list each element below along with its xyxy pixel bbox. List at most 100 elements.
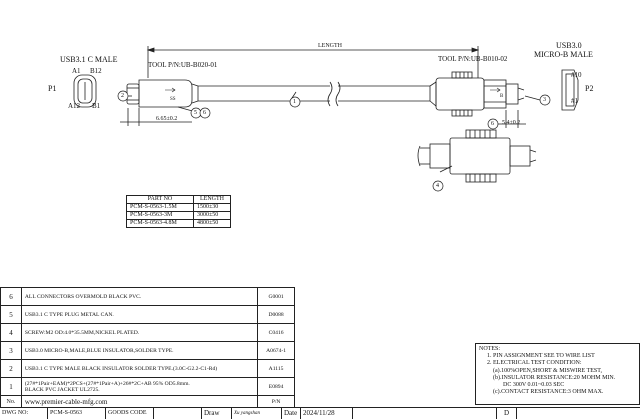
micro-b-tip [505, 83, 519, 105]
part-no-cell: PCM-S-0563-3M [126, 211, 194, 220]
part-number-table: PART NO LENGTH PCM-S-0563-1.5M 1500±30 P… [126, 195, 231, 228]
dwg-no-value: PCM-S-0563 [48, 408, 106, 419]
table-row: 2 USB3.1 C TYPE MALE BLACK INSULATOR SOL… [0, 359, 295, 378]
date-label: Date [282, 408, 301, 419]
bom-desc: USB3.0 MICRO-B,MALE,BLUE INSULATOR,SOLDE… [20, 341, 259, 360]
table-row: 1 (27#*1Pair+EAM)*2PCS+(27#*1Pair+A)+26#… [0, 377, 295, 396]
table-row: 4 SCREW:M2 OD:4.0*35.5MM,NICKEL PLATED. … [0, 323, 295, 342]
bom-code: E0894 [257, 377, 295, 396]
svg-text:B: B [500, 94, 504, 99]
port-p1-label: P1 [48, 84, 57, 93]
bom-desc: ALL CONNECTORS OVERMOLD BLACK PVC. [20, 287, 259, 306]
notes-box: NOTES: 1. PIN ASSIGNMENT SEE TO WIRE LIS… [475, 343, 640, 405]
right-connector-title-2: MICRO-B MALE [534, 50, 593, 59]
table-row: 3 USB3.0 MICRO-B,MALE,BLUE INSULATOR,SOL… [0, 341, 295, 360]
bill-of-materials: 6 ALL CONNECTORS OVERMOLD BLACK PVC. G00… [0, 287, 295, 408]
note-line: (a).100%OPEN,SHORT & MISWIRE TEST, [493, 367, 602, 374]
pin-a1-label: A1 [72, 67, 81, 75]
draw-label: Draw [202, 408, 232, 419]
part-no-cell: PCM-S-0563-1.5M [126, 203, 194, 212]
left-connector-title: USB3.1 C MALE [60, 55, 118, 64]
note-line: 2. ELECTRICAL TEST CONDITION: [487, 360, 582, 367]
dim-right-label: 5.4±0.2 [502, 120, 521, 126]
title-block: DWG NO: PCM-S-0563 GOODS CODE Draw Xu ya… [0, 407, 640, 419]
part-table-header-partno: PART NO [126, 195, 194, 204]
dwg-no-label: DWG NO: [0, 408, 48, 419]
table-row: PCM-S-0563-1.5M 1500±30 [126, 203, 231, 212]
callout-1-circle [289, 96, 301, 108]
length-cell: 3000±50 [193, 211, 231, 220]
bom-desc: USB3.1 C TYPE MALE BLACK INSULATOR SOLDE… [20, 359, 259, 378]
bom-desc: (27#*1Pair+EAM)*2PCS+(27#*1Pair+A)+26#*2… [20, 377, 259, 396]
bom-code: A1115 [257, 359, 295, 378]
bom-pn-header: P/N [257, 395, 295, 408]
callout-6b-circle [199, 107, 211, 119]
drawer-name: Xu yangshan [232, 408, 282, 419]
pin-b12-label: B12 [90, 67, 102, 75]
right-connector-title-1: USB3.0 [556, 41, 582, 50]
callout-6b: 6 [203, 110, 206, 116]
note-line: 1. PIN ASSIGNMENT SEE TO WIRE LIST [487, 353, 595, 360]
bom-no-header: No. [0, 395, 22, 408]
note-line: (b).INSULATOR RESISTANCE:20 MOHM MIN. [493, 374, 616, 381]
usb-c-face-inner [77, 78, 93, 104]
pin-10-label: #10 [571, 71, 582, 79]
note-line: DC 300V 0.01~0.03 SEC [503, 382, 565, 389]
usb-c-face-outline [73, 74, 97, 108]
length-label: LENGTH [318, 43, 342, 49]
bom-code: G0001 [257, 287, 295, 306]
callout-6-circle [487, 118, 499, 130]
notes-title: NOTES: [479, 346, 500, 352]
callout-4: 4 [436, 183, 439, 189]
usb-c-overmold [138, 79, 193, 108]
bom-no: 6 [0, 287, 22, 306]
svg-text:SS: SS [170, 97, 176, 102]
micro-b-overmold [435, 77, 485, 111]
micro-b-face-outline [561, 69, 579, 111]
callout-1: 1 [293, 99, 296, 105]
bom-no: 1 [0, 377, 22, 396]
table-row: PCM-S-0563-4.8M 4800±50 [126, 219, 231, 228]
port-p2-label: P2 [585, 84, 594, 93]
table-row: 6 ALL CONNECTORS OVERMOLD BLACK PVC. G00… [0, 287, 295, 306]
length-cell: 1500±30 [193, 203, 231, 212]
tool-right-label: TOOL P/N:UB-B010-02 [438, 55, 508, 63]
note-line: (c).CONTACT RESISTANCE:3 OHM MAX. [493, 389, 604, 396]
side-view-overmold [449, 137, 511, 175]
callout-5: 5 [194, 110, 197, 116]
callout-6: 6 [491, 121, 494, 127]
bom-code: A0674-1 [257, 341, 295, 360]
bom-desc: SCREW:M2 OD:4.0*35.5MM,NICKEL PLATED. [20, 323, 259, 342]
bom-desc: USB3.1 C TYPE PLUG METAL CAN. [20, 305, 259, 324]
callout-2-circle [117, 90, 129, 102]
table-row: 5 USB3.1 C TYPE PLUG METAL CAN. D0088 [0, 305, 295, 324]
dim-left-label: 6.65±0.2 [156, 116, 178, 122]
bom-desc-line1: (27#*1Pair+EAM)*2PCS+(27#*1Pair+A)+26#*2… [24, 380, 190, 387]
tool-left-label: TOOL P/N:UB-B020-01 [148, 61, 218, 69]
goods-code-label: GOODS CODE [106, 408, 154, 419]
part-no-cell: PCM-S-0563-4.8M [126, 219, 194, 228]
callout-2: 2 [121, 93, 124, 99]
bom-desc-line2: BLACK PVC JACKET UL2725. [24, 386, 100, 393]
callout-4-circle [432, 180, 444, 192]
goods-code-value [154, 408, 202, 419]
bom-no: 3 [0, 341, 22, 360]
callout-3: 3 [543, 97, 546, 103]
callout-3-circle [539, 94, 551, 106]
revision-letter: D [497, 408, 517, 419]
bom-code: D0088 [257, 305, 295, 324]
table-row: PCM-S-0563-3M 3000±50 [126, 211, 231, 220]
bom-no: 2 [0, 359, 22, 378]
pin-1-label: #1 [571, 97, 578, 105]
length-cell: 4800±50 [193, 219, 231, 228]
blank-cell-right [517, 408, 640, 419]
usb-logo-icon [165, 87, 176, 93]
bom-no: 5 [0, 305, 22, 324]
blank-cell [353, 408, 497, 419]
pin-b1-label: B1 [92, 102, 101, 110]
usb-c-metal-tip [126, 83, 140, 105]
bom-footer-row: No. www.premier-cable-mfg.com P/N [0, 395, 295, 408]
pin-a12-label: A12 [68, 102, 81, 110]
website-text: www.premier-cable-mfg.com [20, 395, 259, 408]
